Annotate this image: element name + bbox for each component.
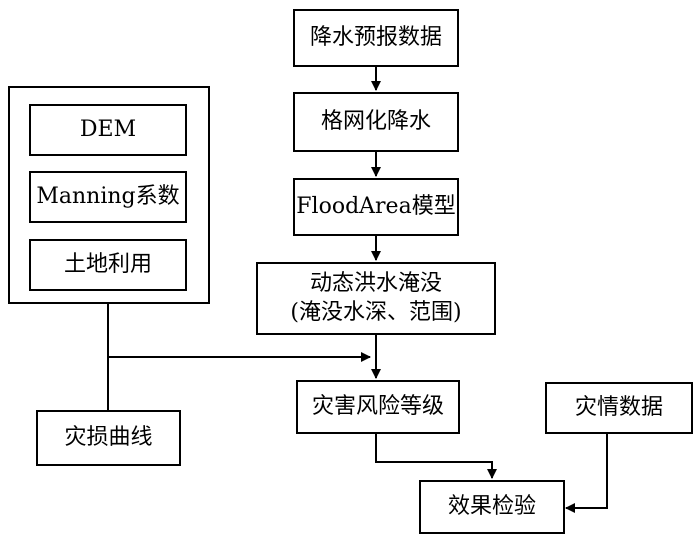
dem-box: DEM — [29, 104, 187, 156]
manning-box: Manning系数 — [29, 171, 187, 223]
validation-label: 效果检验 — [447, 493, 536, 519]
manning-label: Manning系数 — [36, 183, 180, 209]
dynamic-flood-label-line2: (淹没水深、范围) — [290, 299, 462, 325]
rain-forecast-box: 降水预报数据 — [293, 9, 459, 67]
disaster-data-label: 灾情数据 — [574, 394, 663, 420]
disaster-data-box: 灾情数据 — [545, 382, 693, 434]
dem-label: DEM — [79, 116, 137, 142]
arrow-risk-to-validation — [375, 434, 497, 479]
floodarea-model-box: FloodArea模型 — [293, 178, 459, 236]
land-use-box: 土地利用 — [29, 239, 187, 291]
validation-box: 效果检验 — [419, 480, 565, 534]
loss-curve-label: 灾损曲线 — [64, 424, 153, 450]
dynamic-flood-label-line1: 动态洪水淹没 — [309, 270, 442, 296]
floodarea-model-label: FloodArea模型 — [296, 193, 456, 219]
risk-level-box: 灾害风险等级 — [296, 380, 460, 434]
arrow-disaster-to-validation — [565, 434, 608, 513]
gridded-rain-label: 格网化降水 — [320, 108, 431, 134]
loss-curve-box: 灾损曲线 — [36, 410, 181, 466]
rain-forecast-label: 降水预报数据 — [309, 24, 442, 50]
dynamic-flood-box: 动态洪水淹没 (淹没水深、范围) — [256, 262, 496, 335]
land-use-label: 土地利用 — [63, 251, 152, 277]
risk-level-label: 灾害风险等级 — [311, 393, 444, 419]
gridded-rain-box: 格网化降水 — [293, 92, 459, 152]
